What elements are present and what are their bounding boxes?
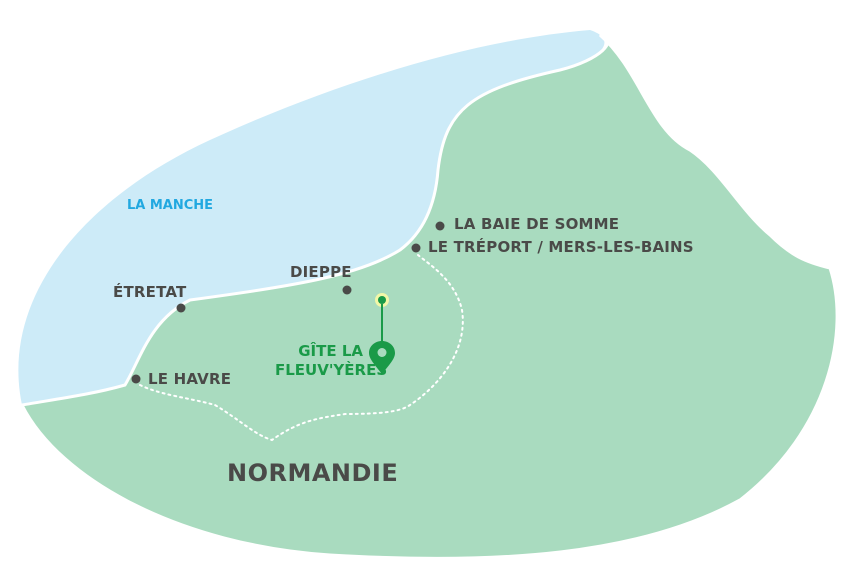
map-pin-icon[interactable]	[369, 341, 395, 374]
gite-label[interactable]: GÎTE LA FLEUV'YÈRES	[275, 342, 388, 380]
dot-baie-de-somme	[435, 221, 445, 231]
gite-location-dot-center	[378, 296, 386, 304]
gite-label-line1: GÎTE LA	[298, 342, 363, 360]
dot-le-havre	[131, 374, 141, 384]
label-dieppe: DIEPPE	[290, 263, 352, 281]
dot-le-treport	[411, 243, 421, 253]
label-le-treport: LE TRÉPORT / MERS-LES-BAINS	[428, 238, 694, 256]
sea-label: LA MANCHE	[127, 198, 214, 213]
region-label: NORMANDIE	[227, 459, 399, 487]
route-path	[139, 254, 464, 442]
label-baie-de-somme: LA BAIE DE SOMME	[454, 215, 620, 233]
dot-dieppe	[342, 285, 352, 295]
sea-area	[18, 30, 605, 405]
label-le-havre: LE HAVRE	[148, 370, 232, 388]
dot-etretat	[176, 303, 186, 313]
land-area	[19, 33, 839, 560]
label-etretat: ÉTRETAT	[113, 283, 187, 301]
gite-label-line2: FLEUV'YÈRES	[275, 361, 388, 379]
